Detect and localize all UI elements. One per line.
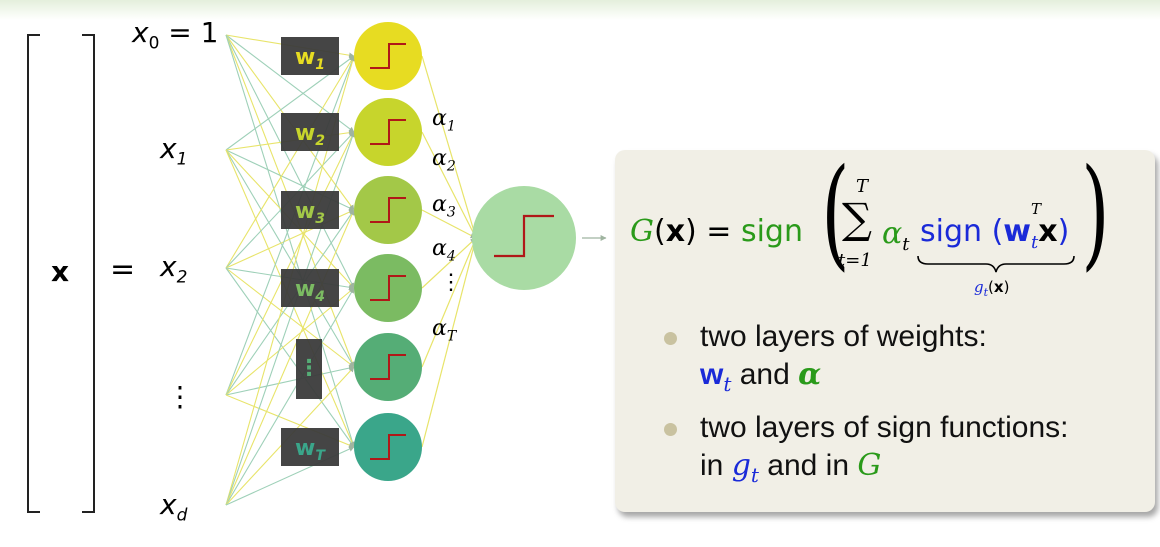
formula-right-paren: ) <box>1081 144 1110 283</box>
alpha-label: αT <box>432 316 457 345</box>
hidden-output-edge <box>421 237 478 448</box>
weight-box: wT <box>281 428 339 466</box>
formula-alpha: αt <box>882 216 910 255</box>
input-hidden-edge <box>225 131 355 396</box>
input-label: x0 = 1 <box>132 16 219 54</box>
step-icon <box>370 354 406 380</box>
step-icon <box>370 43 406 69</box>
bullet-dot <box>664 332 677 345</box>
input-label: ⋮ <box>166 380 194 413</box>
summary-box <box>615 150 1155 512</box>
sum-top: T <box>856 176 869 197</box>
formula-G-symbol: G <box>630 214 654 249</box>
input-hidden-edge <box>225 149 355 368</box>
input-label: xd <box>160 488 188 526</box>
hidden-neuron <box>354 176 422 244</box>
input-label: x2 <box>160 250 188 288</box>
alpha-label: α1 <box>432 106 456 135</box>
alpha-label: ⋮ <box>440 270 462 295</box>
weight-box: w1 <box>281 37 339 75</box>
left-bracket <box>27 34 40 513</box>
right-bracket <box>82 34 95 513</box>
top-band <box>0 0 1160 20</box>
weight-box: w2 <box>281 113 339 151</box>
step-icon <box>370 197 406 223</box>
brace-label: gt(x) <box>974 278 1010 299</box>
equals-sign: = <box>110 252 136 287</box>
step-icon <box>370 275 406 301</box>
input-hidden-edge <box>225 209 355 506</box>
bullet-dot <box>664 423 677 436</box>
weight-box: w4 <box>281 269 339 307</box>
input-hidden-edge <box>225 34 356 448</box>
sum-bottom: t=1 <box>838 250 872 271</box>
input-label: x1 <box>160 132 188 170</box>
weight-label: ⋮ <box>298 356 320 381</box>
step-icon <box>370 434 406 460</box>
formula-sign-outer: sign <box>740 214 803 249</box>
step-icon <box>494 214 554 258</box>
hidden-neuron <box>354 333 422 401</box>
hidden-output-edge <box>421 55 478 239</box>
weight-box: w3 <box>281 191 339 229</box>
hidden-output-edge <box>421 237 477 368</box>
hidden-neuron <box>354 22 422 90</box>
bullet-sign-functions: two layers of sign functions: in gt and … <box>660 409 1150 494</box>
input-hidden-edge <box>225 55 355 269</box>
weight-box: ⋮ <box>296 339 322 399</box>
hidden-output-edge <box>421 237 477 289</box>
hidden-neuron <box>354 254 422 322</box>
input-hidden-edge <box>225 287 355 506</box>
underbrace <box>917 255 1075 273</box>
hidden-output-edge <box>421 209 477 239</box>
bullet-list: two layers of weights: wt and α two laye… <box>660 318 1150 500</box>
vector-x-label: x <box>51 255 70 288</box>
hidden-neuron <box>354 98 422 166</box>
alpha-label: α3 <box>432 192 456 221</box>
hidden-neuron <box>354 413 422 481</box>
bullet-weights: two layers of weights: wt and α <box>660 318 1150 403</box>
hidden-output-edge <box>421 131 477 239</box>
alpha-label: α4 <box>432 236 456 265</box>
step-icon <box>370 119 406 145</box>
alpha-label: α2 <box>432 146 456 175</box>
formula-left-paren: ( <box>821 144 850 283</box>
sum-sigma: ∑ <box>842 194 872 243</box>
input-hidden-edge <box>225 365 355 396</box>
output-neuron <box>472 186 576 290</box>
